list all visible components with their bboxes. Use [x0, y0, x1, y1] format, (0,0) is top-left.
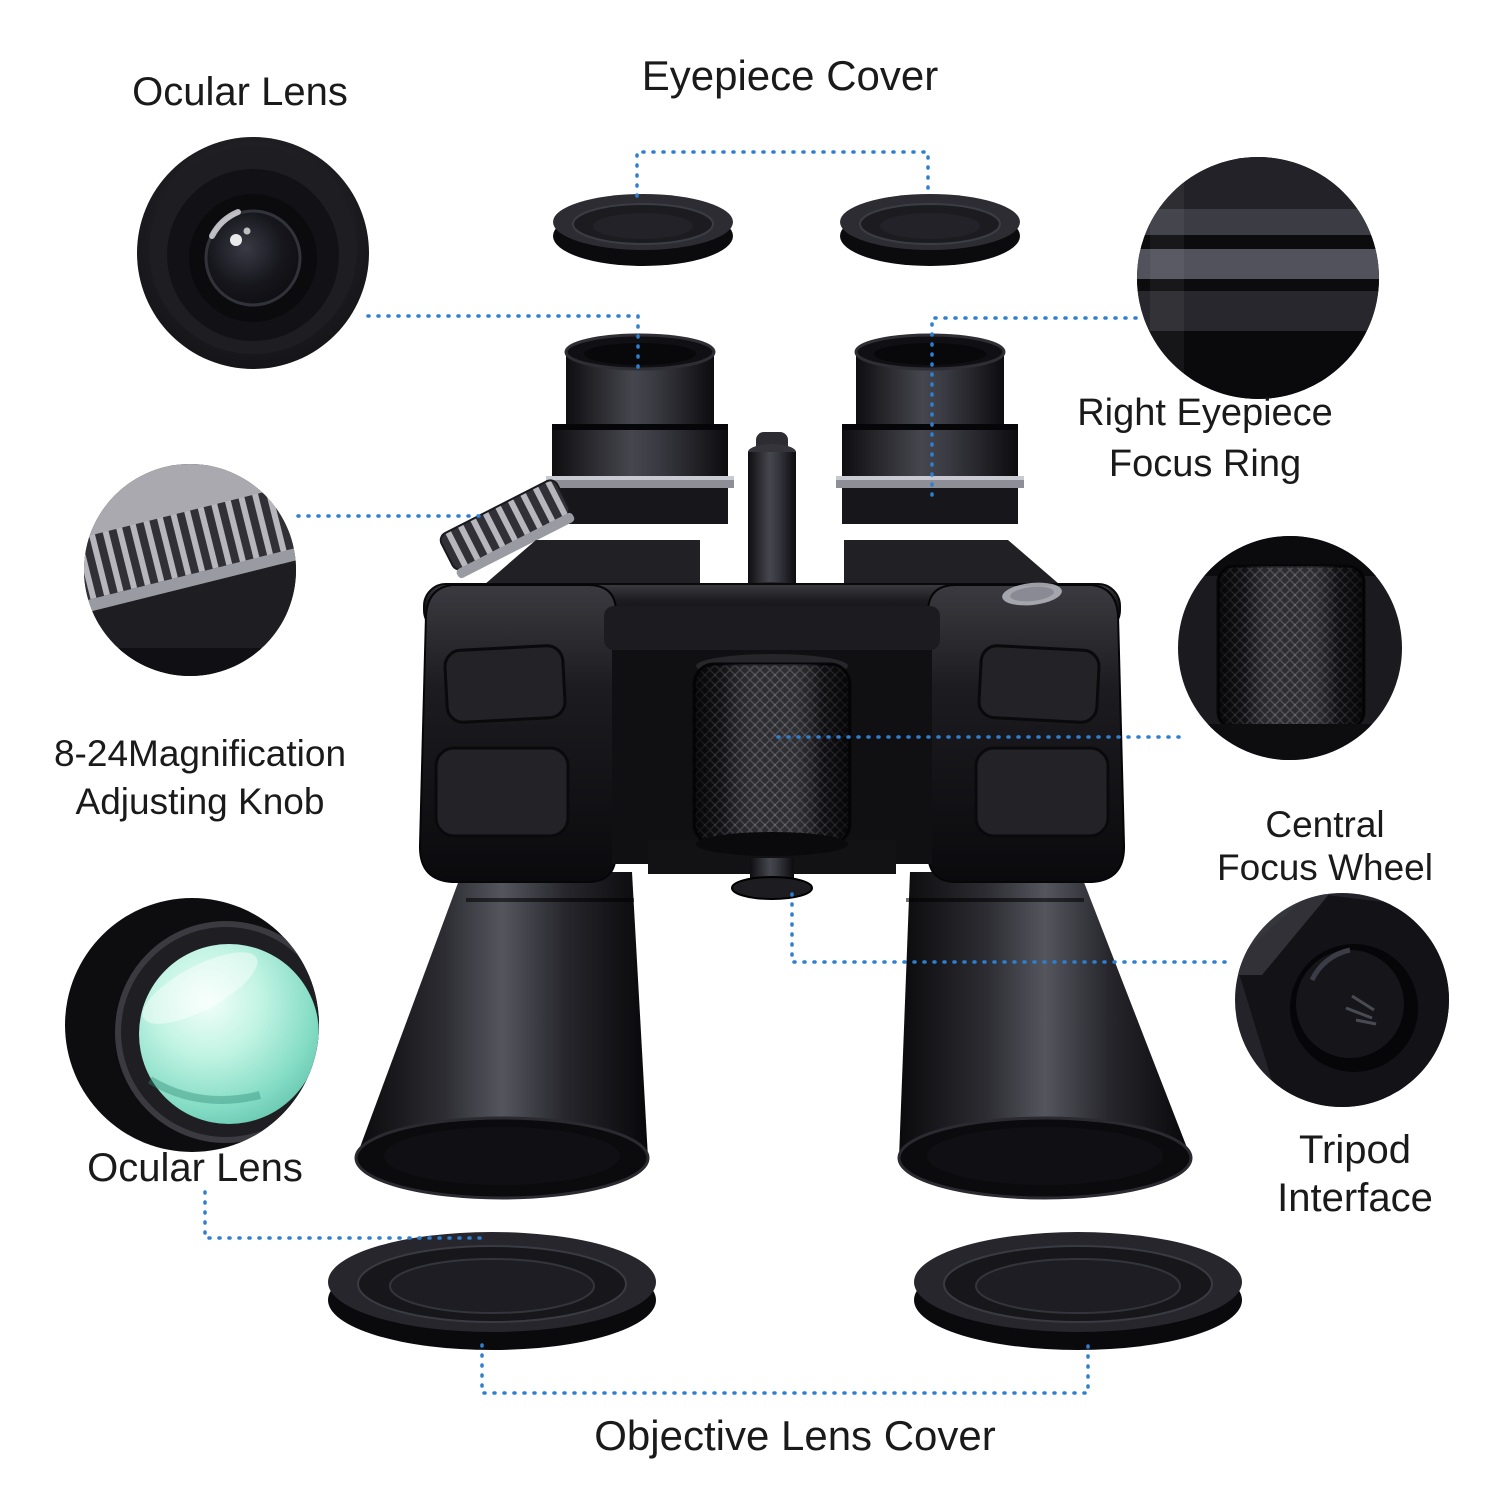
label-tripod-interface: Tripod Interface: [1260, 1126, 1450, 1222]
label-magnification-knob: 8-24Magnification Adjusting Knob: [30, 730, 370, 826]
left-objective-barrel: [354, 872, 650, 1200]
inset-magnification-knob: [84, 464, 296, 676]
label-magnification-line2: Adjusting Knob: [75, 781, 325, 823]
label-eyepiece-cover: Eyepiece Cover: [641, 52, 939, 99]
leader-ocular-lens-bottom: [203, 1190, 488, 1240]
eyepiece-cover-left: [552, 193, 734, 267]
left-eyepiece: [544, 333, 736, 526]
label-right-eyepiece-line2: Focus Ring: [1108, 443, 1302, 486]
label-tripod-line2: Interface: [1277, 1176, 1433, 1220]
label-central-line2: Focus Wheel: [1217, 846, 1433, 888]
central-hinge-column: [732, 432, 812, 602]
central-focus-wheel: [692, 654, 852, 856]
leader-ocular-lens-top: [366, 314, 640, 374]
leader-lines: [203, 150, 1234, 1395]
inset-tripod-interface: [1235, 893, 1449, 1107]
label-tripod-line1: Tripod: [1299, 1128, 1411, 1172]
leader-eyepiece-cover: [635, 150, 930, 198]
eyepiece-cover-right: [839, 193, 1021, 267]
right-eyepiece: [834, 333, 1026, 526]
magnification-lever: [439, 479, 575, 579]
binoculars-illustration: [354, 333, 1193, 1200]
label-objective-lens-cover: Objective Lens Cover: [594, 1412, 996, 1459]
objective-cover-left: [327, 1231, 657, 1351]
label-central-line1: Central: [1265, 804, 1385, 845]
objective-cover-right: [913, 1231, 1243, 1351]
left-prism-housing: [418, 583, 618, 884]
label-ocular-lens-top: Ocular Lens: [132, 70, 348, 114]
label-right-eyepiece-line1: Right Eyepiece: [1077, 392, 1333, 434]
label-right-eyepiece-focus-ring: Right Eyepiece Focus Ring: [1050, 388, 1360, 491]
leader-tripod-interface: [790, 892, 1234, 964]
inset-ocular-lens-top: [137, 137, 369, 369]
right-prism-housing: [926, 583, 1126, 884]
inset-objective-lens: [65, 898, 319, 1152]
label-ocular-lens-bottom: Ocular Lens: [87, 1146, 303, 1190]
inset-central-focus-wheel: [1178, 536, 1402, 760]
brand-badge: [1002, 582, 1062, 606]
label-central-focus-wheel: Central Focus Wheel: [1200, 804, 1450, 889]
label-magnification-line1: 8-24Magnification: [53, 733, 347, 774]
leader-objective-cover: [480, 1343, 1090, 1395]
inset-right-eyepiece-ring: [1137, 157, 1379, 399]
right-objective-barrel: [897, 872, 1193, 1200]
